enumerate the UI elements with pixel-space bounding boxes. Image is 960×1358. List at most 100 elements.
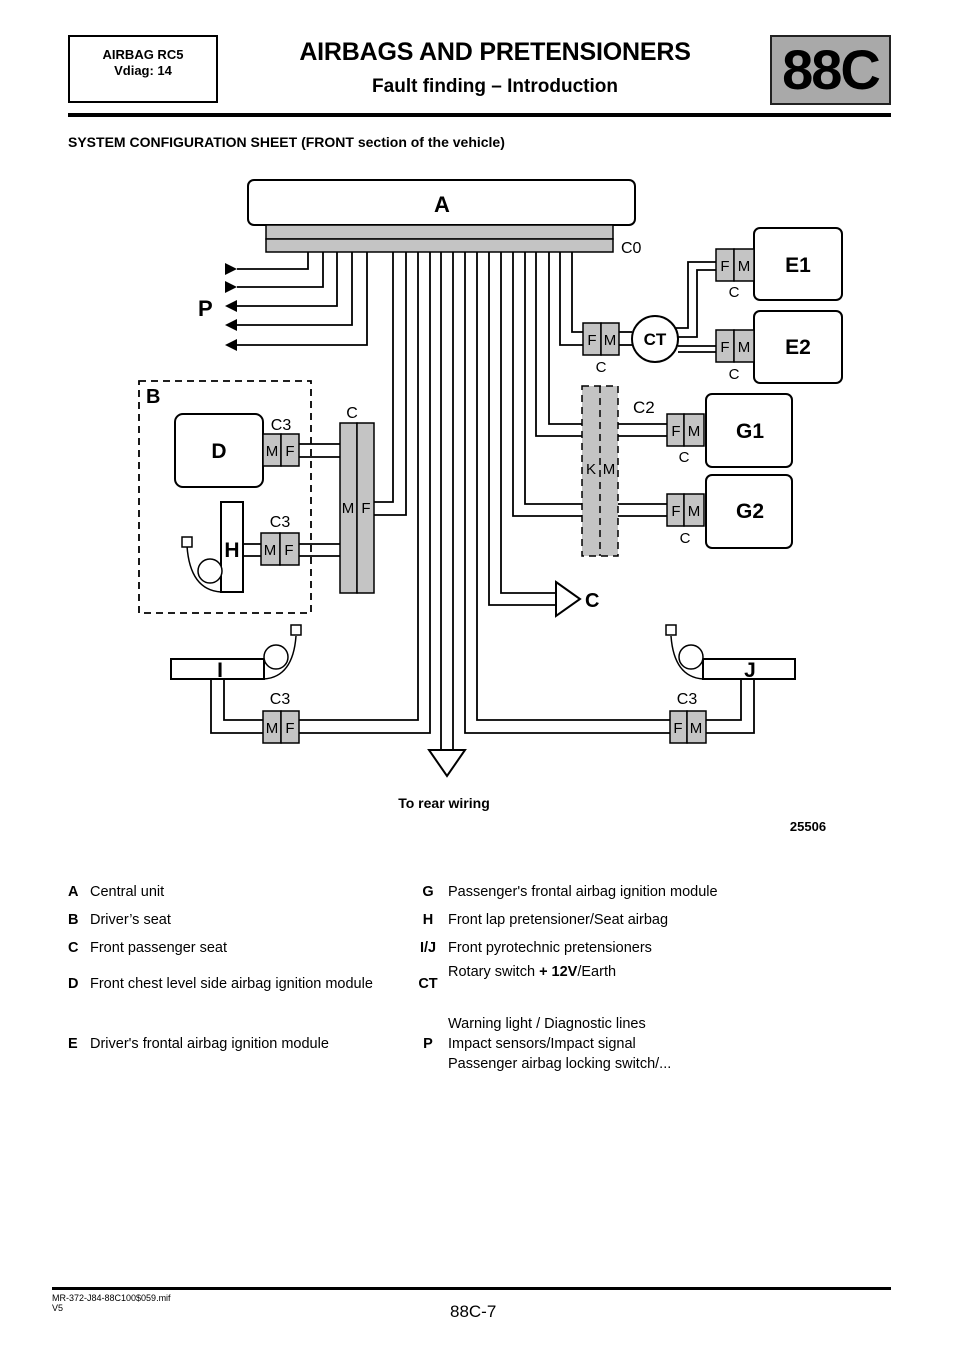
section-title: SYSTEM CONFIGURATION SHEET (FRONT sectio…	[68, 134, 505, 150]
legend-desc-text: /Earth	[577, 964, 617, 980]
pin-m: M	[690, 720, 703, 737]
c3-connector-i	[262, 710, 300, 744]
passenger-airbag-module-g1	[705, 393, 793, 468]
rotary-switch-ct	[631, 315, 679, 363]
legend-row: B Driver’s seat H Front lap pretensioner…	[68, 906, 828, 934]
pin-f: F	[671, 503, 680, 520]
rear-wiring-label: To rear wiring	[398, 795, 490, 811]
pretensioner-i	[170, 658, 265, 680]
pin-m: M	[264, 542, 277, 559]
legend-desc: Warning light / Diagnostic lines Impact …	[448, 1006, 828, 1082]
pin-m: M	[738, 258, 751, 275]
label-i: I	[217, 659, 223, 682]
label-c3: C3	[270, 691, 291, 708]
pin-m: M	[738, 339, 751, 356]
connector-c0-lower	[265, 238, 614, 253]
legend-row: A Central unit G Passenger's frontal air…	[68, 878, 828, 906]
ct-wires	[559, 252, 716, 353]
g-connectors	[666, 413, 705, 527]
voltage-text: + 12V	[539, 964, 578, 980]
label-g2: G2	[736, 500, 764, 523]
arrow-right-icon	[225, 263, 237, 275]
legend-key: B	[68, 912, 79, 928]
label-e1: E1	[785, 254, 811, 277]
arrow-left-icon	[225, 300, 237, 312]
page-subtitle: Fault finding – Introduction	[372, 76, 618, 97]
legend-desc-text: Rotary switch	[448, 964, 540, 980]
legend-desc-line: Warning light / Diagnostic lines	[448, 1016, 646, 1032]
footer-doc-ref: MR-372-J84-88C100$059.mif V5	[52, 1293, 171, 1313]
label-c0: C0	[621, 240, 642, 257]
legend-desc: Front pyrotechnic pretensioners	[448, 940, 652, 956]
pretensioner-j	[702, 658, 796, 680]
legend-key: G	[422, 884, 434, 900]
label-ct: CT	[644, 330, 667, 349]
legend-key: C	[68, 940, 79, 956]
passenger-seat-arrow-icon	[555, 580, 582, 618]
belt-anchor-icon	[181, 536, 193, 548]
label-c3: C3	[270, 514, 291, 531]
figure-number: 25506	[790, 819, 826, 834]
seat-connector-c	[339, 422, 375, 594]
e-connectors	[582, 248, 755, 363]
g1-wires	[535, 252, 667, 437]
legend-desc: Front chest level side airbag ignition m…	[90, 975, 373, 992]
p-wires	[237, 252, 368, 346]
legend-desc: Driver’s seat	[90, 912, 171, 928]
label-c3: C3	[677, 691, 698, 708]
c3-connector-j	[669, 710, 707, 744]
label-d: D	[211, 440, 226, 463]
legend-key: I/J	[419, 940, 437, 956]
legend-key: D	[68, 976, 79, 992]
i-wires	[210, 252, 431, 734]
legend-desc: Driver's frontal airbag ignition module	[90, 1036, 329, 1052]
belt-anchor-icon	[665, 624, 677, 636]
arrow-right-icon	[225, 281, 237, 293]
system-info-box: AIRBAG RC5 Vdiag: 14	[68, 35, 218, 103]
pin-m: M	[688, 503, 701, 520]
label-c: C	[680, 530, 691, 547]
pin-f: F	[720, 258, 729, 275]
arrow-left-icon	[225, 319, 237, 331]
wiring-diagram: A C0 P E1 E2 CT F M C F M C F M C C2 K M…	[138, 179, 843, 834]
label-c: C	[729, 366, 740, 383]
c3-connectors-seat	[260, 433, 300, 566]
j-wires	[464, 252, 755, 734]
seat-internal-wires	[243, 443, 340, 557]
doc-version: V5	[52, 1303, 64, 1313]
legend-key: E	[68, 1036, 78, 1052]
legend-desc: Front passenger seat	[90, 940, 228, 956]
page-title: AIRBAGS AND PRETENSIONERS	[299, 38, 691, 66]
pin-m: M	[266, 720, 279, 737]
legend-key: H	[422, 912, 434, 928]
label-p: P	[198, 296, 213, 321]
legend-desc-line: Passenger airbag locking switch/...	[448, 1056, 672, 1072]
passenger-seat-wires	[488, 252, 556, 606]
page-number: 88C-7	[450, 1302, 497, 1321]
label-h: H	[224, 539, 239, 562]
pin-m: M	[688, 423, 701, 440]
p-arrows	[225, 263, 237, 351]
pin-f: F	[673, 720, 682, 737]
label-a: A	[434, 192, 450, 217]
doc-reference: MR-372-J84-88C100$059.mif	[52, 1293, 171, 1303]
connector-c0-upper	[265, 224, 614, 240]
pin-f: F	[284, 542, 293, 559]
arrow-left-icon	[225, 339, 237, 351]
legend-desc: Front lap pretensioner/Seat airbag	[448, 912, 669, 928]
g2-wires	[512, 252, 667, 517]
label-c3: C3	[271, 417, 292, 434]
legend-row: C Front passenger seat I/J Front pyrotec…	[68, 934, 828, 962]
pin-f: F	[671, 423, 680, 440]
legend-row: D Front chest level side airbag ignition…	[68, 962, 828, 1006]
belt-reel-icon	[263, 644, 289, 670]
belt-reel-icon	[197, 558, 223, 584]
label-j: J	[744, 659, 756, 682]
legend-desc: Passenger's frontal airbag ignition modu…	[448, 884, 718, 900]
legend-key: P	[423, 1036, 433, 1052]
vdiag-label: Vdiag: 14	[114, 63, 172, 78]
label-c2: C2	[633, 398, 655, 417]
lap-pretensioner-h	[220, 501, 244, 593]
rear-wires	[440, 252, 454, 750]
label-e2: E2	[785, 336, 811, 359]
